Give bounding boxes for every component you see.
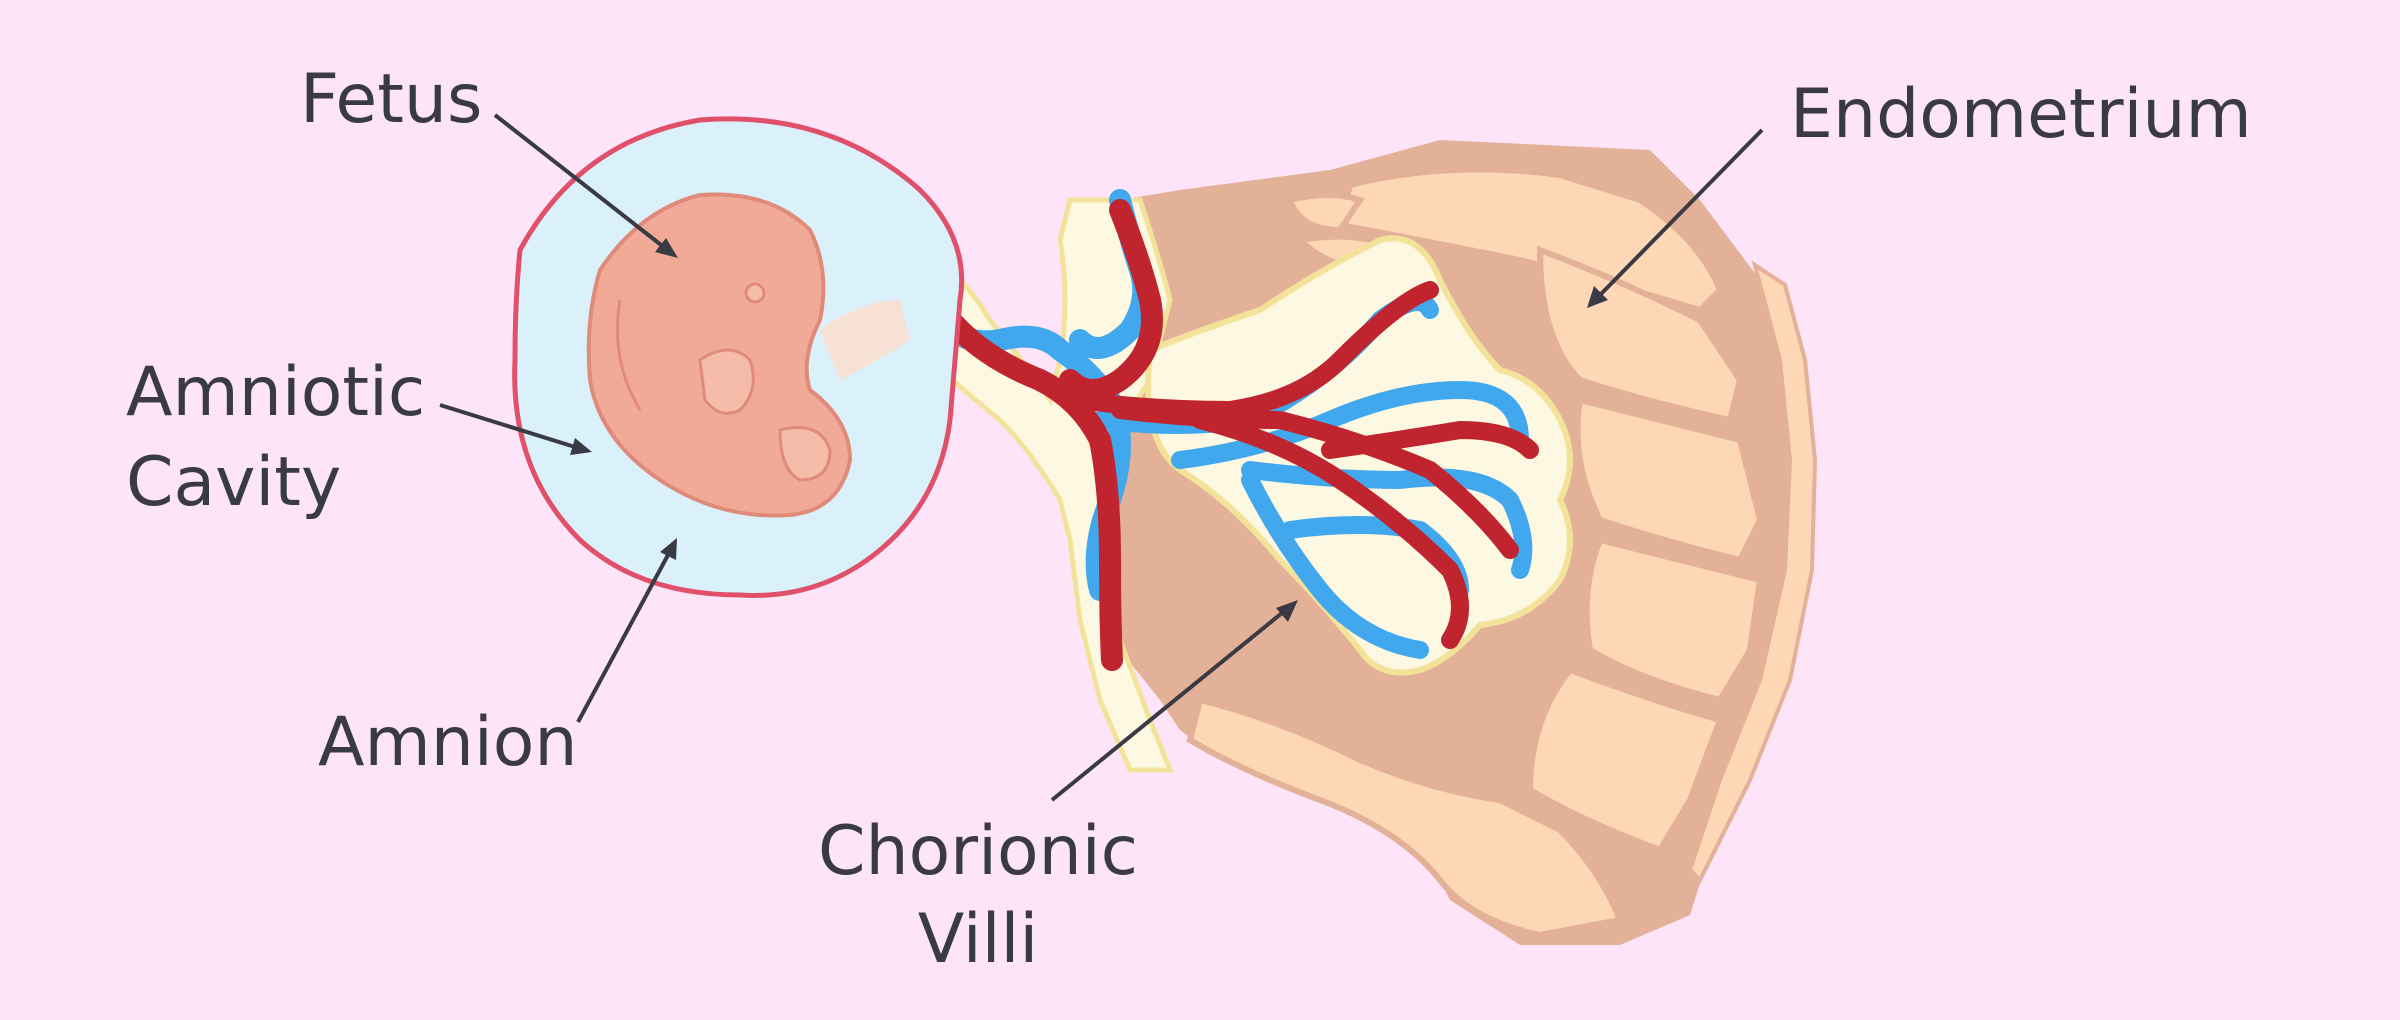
label-amnion: Amnion bbox=[318, 703, 577, 782]
arrow-fetus bbox=[493, 113, 667, 250]
label-chorionic-line1: Chorionic bbox=[818, 812, 1138, 891]
arrow-chorionic-villi bbox=[1050, 611, 1284, 802]
vein-branch-2 bbox=[1171, 381, 1529, 469]
amniotic-sac bbox=[512, 116, 965, 598]
endometrium-glands bbox=[1186, 166, 1764, 939]
labels: Fetus Amniotic Cavity Amnion Chorionic V… bbox=[126, 60, 2252, 979]
label-endometrium: Endometrium bbox=[1790, 75, 2252, 154]
label-amniotic-line2: Cavity bbox=[126, 443, 341, 522]
artery-branch-4 bbox=[1321, 421, 1539, 459]
artery-upper bbox=[1059, 199, 1163, 401]
fetus-limb bbox=[698, 348, 755, 415]
arrow-amniotic-cavity bbox=[439, 403, 576, 449]
arrow-endometrium-head bbox=[1587, 286, 1608, 308]
arrow-amnion bbox=[576, 554, 670, 723]
arrow-chorionic-villi-head bbox=[1276, 600, 1298, 622]
fetus-tail bbox=[778, 426, 832, 482]
arrow-fetus-head bbox=[655, 238, 678, 258]
artery-branch-3 bbox=[1191, 411, 1469, 649]
label-chorionic-line2: Villi bbox=[918, 900, 1039, 979]
arrow-amniotic-cavity-head bbox=[570, 438, 592, 455]
leader-arrows bbox=[439, 113, 1764, 802]
label-amniotic-line1: Amniotic bbox=[126, 353, 425, 432]
vein-branch-4 bbox=[1241, 471, 1429, 659]
fetus-spine-detail bbox=[616, 299, 642, 411]
connecting-stalk-inner bbox=[820, 300, 910, 380]
blood-vessels bbox=[894, 189, 1539, 671]
arrow-endometrium bbox=[1598, 128, 1764, 297]
arrow-amnion-head bbox=[660, 538, 677, 560]
endometrium-outer-strip bbox=[1687, 260, 1818, 884]
chorionic-villi-outline bbox=[1145, 235, 1573, 676]
label-fetus: Fetus bbox=[300, 60, 482, 139]
fetus-eye bbox=[744, 282, 766, 304]
